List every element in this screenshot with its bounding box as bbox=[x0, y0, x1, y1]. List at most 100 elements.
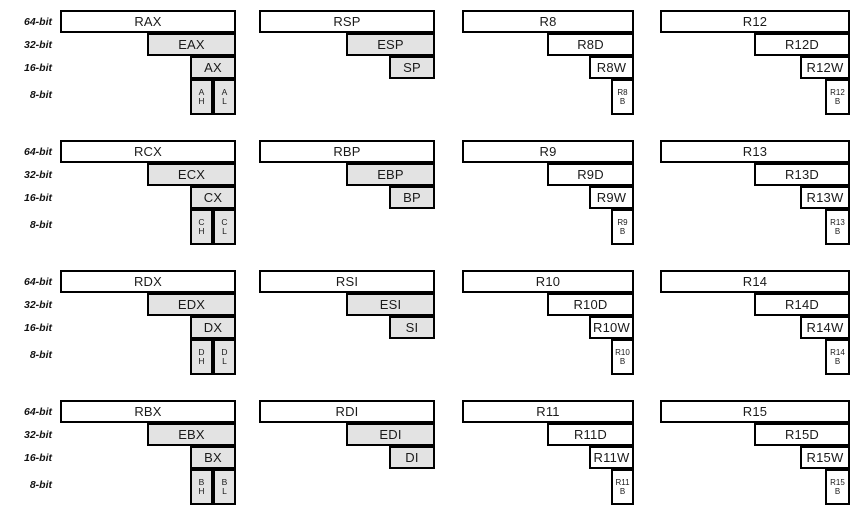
register-box-r15-32: R15D bbox=[754, 423, 850, 446]
register-glyph-top: D bbox=[198, 347, 205, 357]
register-box-r13-32: R13D bbox=[754, 163, 850, 186]
register-box-r9-32: R9D bbox=[547, 163, 634, 186]
register-box-rbp-64: RBP bbox=[259, 140, 435, 163]
register-box-r15-64: R15 bbox=[660, 400, 850, 423]
register-box-r12-32: R12D bbox=[754, 33, 850, 56]
size-label-32bit: 32-bit bbox=[23, 38, 52, 51]
register-glyph-bottom: H bbox=[198, 226, 205, 236]
size-label-32bit: 32-bit bbox=[23, 298, 52, 311]
register-glyph-bottom: L bbox=[222, 486, 227, 496]
register-glyph-top: R14 bbox=[830, 347, 845, 357]
size-label-8bit: 8-bit bbox=[29, 479, 52, 491]
register-box-rsi-32: ESI bbox=[346, 293, 435, 316]
register-box-r12-16: R12W bbox=[800, 56, 850, 79]
register-glyph-top: R11 bbox=[615, 477, 630, 487]
size-label-16bit: 16-bit bbox=[23, 191, 52, 204]
register-box-r13-16: R13W bbox=[800, 186, 850, 209]
register-box-rbx-16: BX bbox=[190, 446, 236, 469]
register-box-rsp-16: SP bbox=[389, 56, 435, 79]
register-box-r11-16: R11W bbox=[589, 446, 634, 469]
size-label-64bit: 64-bit bbox=[23, 15, 52, 28]
register-box-r14-32: R14D bbox=[754, 293, 850, 316]
register-box-r13-64: R13 bbox=[660, 140, 850, 163]
register-box-r11-32: R11D bbox=[547, 423, 634, 446]
register-box-r8-64: R8 bbox=[462, 10, 634, 33]
register-glyph-top: R10 bbox=[615, 347, 630, 357]
register-box-rsp-32: ESP bbox=[346, 33, 435, 56]
size-label-32bit: 32-bit bbox=[23, 428, 52, 441]
register-glyph-top: A bbox=[221, 87, 228, 97]
register-glyph-bottom: H bbox=[198, 486, 205, 496]
size-label-16bit: 16-bit bbox=[23, 321, 52, 334]
register-glyph-bottom: L bbox=[222, 96, 227, 106]
register-glyph-top: A bbox=[198, 87, 205, 97]
size-label-16bit: 16-bit bbox=[23, 61, 52, 74]
register-box-r10-64: R10 bbox=[462, 270, 634, 293]
register-box-rcx-32: ECX bbox=[147, 163, 236, 186]
size-label-8bit: 8-bit bbox=[29, 219, 52, 231]
register-box-rcx-64: RCX bbox=[60, 140, 236, 163]
register-glyph-bottom: B bbox=[619, 227, 626, 236]
register-glyph-top: C bbox=[198, 217, 205, 227]
register-box-r14-16: R14W bbox=[800, 316, 850, 339]
register-box-rax-32: EAX bbox=[147, 33, 236, 56]
register-glyph-bottom: B bbox=[834, 97, 841, 106]
register-glyph-top: R8 bbox=[617, 87, 628, 97]
register-box-rdi-32: EDI bbox=[346, 423, 435, 446]
register-box-r15-16: R15W bbox=[800, 446, 850, 469]
register-box-rbx-64: RBX bbox=[60, 400, 236, 423]
size-label-8bit: 8-bit bbox=[29, 349, 52, 361]
size-label-64bit: 64-bit bbox=[23, 405, 52, 418]
register-glyph-bottom: H bbox=[198, 356, 205, 366]
size-label-32bit: 32-bit bbox=[23, 168, 52, 181]
register-glyph-bottom: B bbox=[619, 487, 626, 496]
size-label-64bit: 64-bit bbox=[23, 275, 52, 288]
register-glyph-top: R13 bbox=[830, 217, 845, 227]
register-glyph-bottom: B bbox=[834, 227, 841, 236]
size-label-16bit: 16-bit bbox=[23, 451, 52, 464]
register-box-r9-64: R9 bbox=[462, 140, 634, 163]
register-box-rsi-64: RSI bbox=[259, 270, 435, 293]
register-box-rbp-32: EBP bbox=[346, 163, 435, 186]
register-box-rdi-16: DI bbox=[389, 446, 435, 469]
register-box-r8-16: R8W bbox=[589, 56, 634, 79]
register-glyph-top: D bbox=[221, 347, 228, 357]
register-box-rsi-16: SI bbox=[389, 316, 435, 339]
register-glyph-bottom: B bbox=[834, 487, 841, 496]
register-box-r8-32: R8D bbox=[547, 33, 634, 56]
register-glyph-top: B bbox=[221, 477, 228, 487]
register-box-rcx-16: CX bbox=[190, 186, 236, 209]
register-glyph-bottom: B bbox=[619, 97, 626, 106]
register-box-r10-16: R10W bbox=[589, 316, 634, 339]
register-glyph-bottom: B bbox=[834, 357, 841, 366]
register-box-rdi-64: RDI bbox=[259, 400, 435, 423]
register-box-rdx-16: DX bbox=[190, 316, 236, 339]
register-glyph-top: B bbox=[198, 477, 205, 487]
register-box-r12-64: R12 bbox=[660, 10, 850, 33]
register-box-rdx-32: EDX bbox=[147, 293, 236, 316]
register-box-rbp-16: BP bbox=[389, 186, 435, 209]
register-glyph-bottom: B bbox=[619, 357, 626, 366]
register-box-r14-64: R14 bbox=[660, 270, 850, 293]
register-box-rax-16: AX bbox=[190, 56, 236, 79]
register-box-r10-32: R10D bbox=[547, 293, 634, 316]
register-glyph-top: C bbox=[221, 217, 228, 227]
register-box-r9-16: R9W bbox=[589, 186, 634, 209]
register-box-rbx-32: EBX bbox=[147, 423, 236, 446]
